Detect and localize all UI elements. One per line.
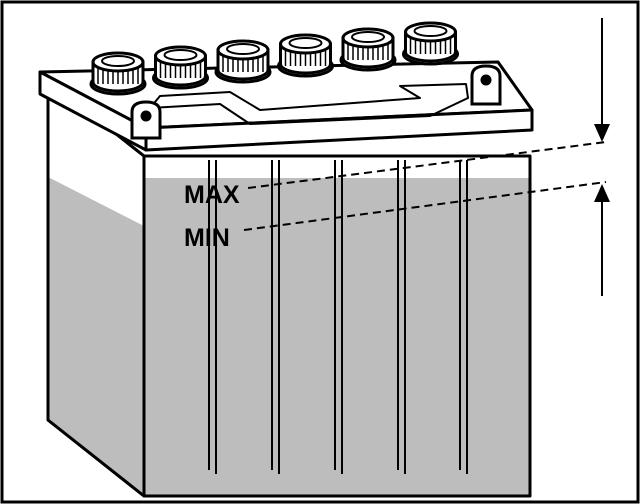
terminal-post-right bbox=[470, 64, 502, 106]
vent-cap bbox=[402, 21, 459, 66]
max-level-line bbox=[247, 141, 607, 189]
vent-cap bbox=[89, 51, 147, 96]
min-label: MIN bbox=[184, 224, 230, 252]
min-level-line bbox=[243, 181, 607, 231]
vent-cap bbox=[152, 45, 209, 90]
max-label: MAX bbox=[184, 181, 240, 209]
terminal-post-left bbox=[130, 100, 162, 140]
vent-cap bbox=[214, 39, 272, 84]
cell-separators bbox=[208, 160, 468, 474]
arrow-down bbox=[594, 18, 610, 142]
vent-caps bbox=[89, 21, 459, 96]
vent-cap bbox=[339, 27, 397, 72]
vent-cap bbox=[277, 33, 334, 78]
arrow-up bbox=[594, 184, 610, 296]
battery-side-face bbox=[46, 78, 146, 498]
electrolyte-side bbox=[48, 176, 144, 496]
level-lines bbox=[243, 141, 607, 231]
